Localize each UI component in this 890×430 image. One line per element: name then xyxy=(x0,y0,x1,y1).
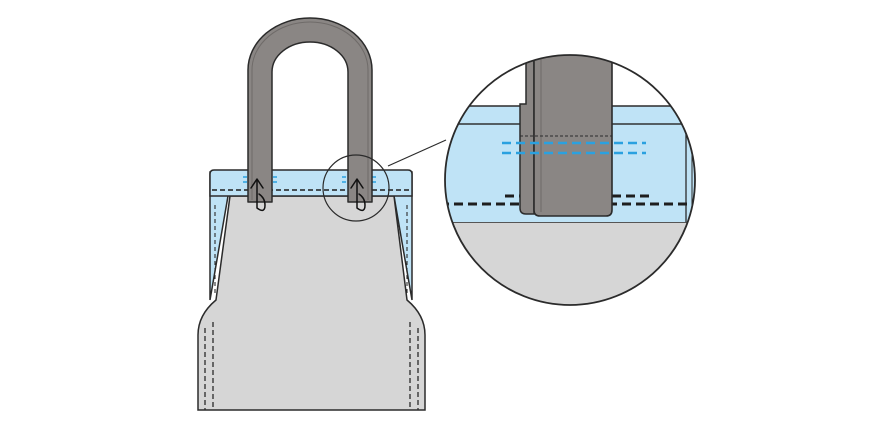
top-facing-band xyxy=(209,169,413,197)
detail-circle xyxy=(444,54,696,306)
detail-strap xyxy=(533,55,613,217)
magnifier-callout-circle xyxy=(322,154,390,222)
fold-arrow-left xyxy=(256,180,266,212)
detail-strap-fold xyxy=(519,55,535,215)
fold-arrow-right-head xyxy=(350,178,364,189)
fold-arrow-right xyxy=(356,180,366,212)
magnified-handle-attachment xyxy=(445,55,695,305)
magnifier-leader-line xyxy=(387,139,447,167)
fold-down-arrow xyxy=(250,178,366,212)
detail-bag-body xyxy=(445,222,695,305)
fold-arrow-left-head xyxy=(250,178,264,189)
tote-bag xyxy=(197,171,426,411)
bag-body xyxy=(197,195,426,411)
handle-inner-edge xyxy=(251,21,369,200)
